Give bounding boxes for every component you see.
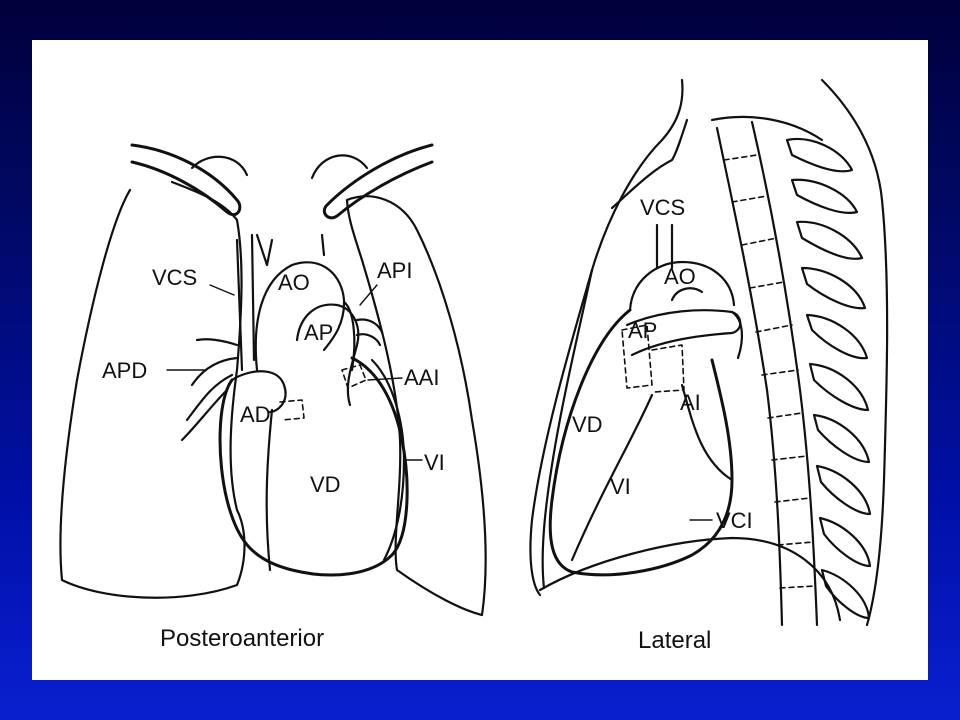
heart-diagram: VCS AO API AP APD AAI AD VD VI Posteroan… bbox=[59, 78, 889, 654]
aortic-arch-lateral bbox=[628, 260, 736, 312]
label-vd-lat: VD bbox=[572, 412, 603, 437]
aortic-arch bbox=[254, 261, 346, 372]
right-lung-outline bbox=[59, 180, 246, 599]
right-pulmonary-artery bbox=[180, 338, 239, 442]
right-atrium-line bbox=[230, 370, 287, 414]
septum-lateral bbox=[570, 393, 654, 562]
label-aai-pa: AAI bbox=[404, 365, 439, 390]
right-atrium-dashed bbox=[279, 399, 305, 421]
label-ap-lat: AP bbox=[628, 318, 657, 343]
label-apd-pa: APD bbox=[102, 358, 147, 383]
left-pulmonary-branch bbox=[355, 318, 384, 347]
posteroanterior-view: VCS AO API AP APD AAI AD VD VI Posteroan… bbox=[59, 143, 487, 652]
caption-posteroanterior: Posteroanterior bbox=[160, 625, 324, 652]
label-ao-pa: AO bbox=[278, 270, 310, 295]
pulmonary-trunk bbox=[295, 303, 360, 407]
vertebral-discs bbox=[723, 154, 816, 589]
inner-posterior-wall bbox=[710, 115, 824, 142]
aai-arrow bbox=[367, 377, 403, 381]
posterior-body-wall bbox=[820, 78, 889, 627]
left-atrial-appendage bbox=[341, 364, 367, 389]
heart-outline-lateral bbox=[548, 308, 734, 577]
heart-outline bbox=[218, 356, 409, 577]
anterior-chest-wall-inner bbox=[610, 118, 689, 210]
label-vcs-lat: VCS bbox=[640, 195, 685, 220]
slide-panel: VCS AO API AP APD AAI AD VD VI Posteroan… bbox=[32, 40, 928, 680]
vcs-arrow bbox=[209, 284, 235, 296]
svc-vessel bbox=[235, 233, 256, 372]
interventricular-line bbox=[265, 408, 274, 572]
left-clavicle bbox=[322, 143, 434, 220]
label-vi-pa: VI bbox=[424, 450, 445, 475]
pulmonary-valve-dashed bbox=[621, 324, 653, 389]
label-ai-lat: AI bbox=[680, 390, 701, 415]
right-lung-apex bbox=[190, 155, 249, 177]
label-api-pa: API bbox=[377, 258, 412, 283]
left-atrium-dashed bbox=[651, 344, 685, 393]
aortic-arch-inner bbox=[670, 287, 704, 302]
left-lung-outline bbox=[345, 195, 487, 617]
spine-posterior-line bbox=[750, 120, 819, 627]
caption-lateral: Lateral bbox=[638, 627, 711, 654]
label-ao-lat: AO bbox=[664, 264, 696, 289]
lung-anterior-outline bbox=[541, 268, 594, 590]
spine-anterior-line bbox=[715, 126, 784, 627]
posterior-ribs bbox=[785, 137, 872, 620]
label-vi-lat: VI bbox=[610, 474, 631, 499]
pulmonary-branch-lateral bbox=[730, 310, 744, 360]
api-arrow bbox=[359, 284, 378, 306]
lateral-view: VCS AO AP VD AI VI VCI Lateral bbox=[529, 78, 889, 654]
diaphragm bbox=[538, 536, 842, 622]
svc-lateral bbox=[655, 223, 674, 270]
neck-vessels bbox=[255, 233, 326, 267]
label-vci-lat: VCI bbox=[716, 508, 753, 533]
right-clavicle bbox=[130, 143, 242, 217]
left-lung-apex bbox=[310, 154, 369, 180]
label-vd-pa: VD bbox=[310, 472, 341, 497]
label-vcs-pa: VCS bbox=[152, 265, 197, 290]
label-ad-pa: AD bbox=[240, 402, 271, 427]
left-atrium-lateral bbox=[680, 383, 734, 482]
label-ap-pa: AP bbox=[304, 320, 333, 345]
